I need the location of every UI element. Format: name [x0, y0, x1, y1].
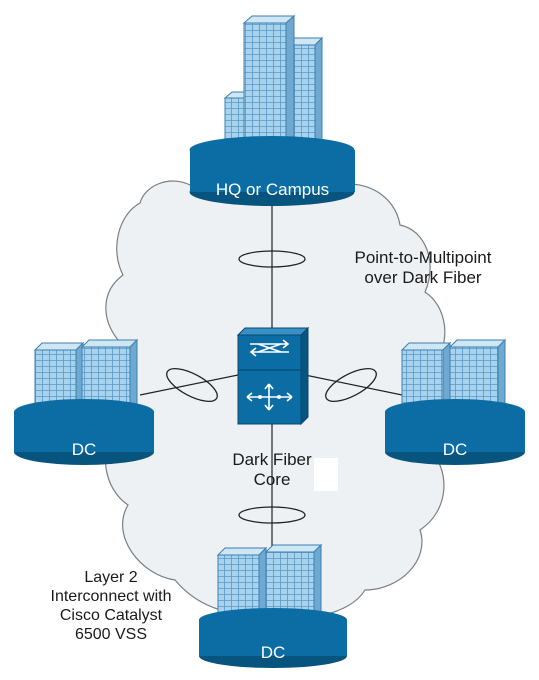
dc-right-label: DC — [442, 440, 468, 459]
hq-label: HQ or Campus — [215, 180, 330, 199]
topology-line-1: Point-to-Multipoint — [354, 248, 492, 267]
fiber-links — [139, 205, 403, 555]
dc-bottom-label: DC — [260, 643, 286, 662]
interconnect-line-1: Layer 2 — [84, 569, 138, 586]
interconnect-line-2: Interconnect with — [50, 587, 172, 605]
core-label: Dark Fiber Core — [212, 450, 332, 490]
dc-left-platform — [14, 399, 154, 465]
blank-patch — [314, 458, 338, 491]
interconnect-line-3: Cisco Catalyst — [59, 606, 163, 624]
core-line-1: Dark Fiber — [232, 450, 312, 469]
dc-left-label: DC — [71, 440, 97, 459]
dc-bottom-platform — [199, 608, 347, 668]
vss-switch-icon — [236, 326, 310, 426]
interconnect-label: Layer 2 Interconnect with Cisco Catalyst… — [26, 569, 196, 645]
core-line-2: Core — [253, 470, 291, 490]
dc-right-platform — [385, 399, 525, 465]
topology-line-2: over Dark Fiber — [364, 268, 482, 288]
hq-platform — [189, 136, 355, 206]
link-aggregation-rings — [166, 250, 377, 524]
topology-label: Point-to-Multipoint over Dark Fiber — [318, 248, 528, 288]
interconnect-line-4: 6500 VSS — [74, 625, 148, 643]
